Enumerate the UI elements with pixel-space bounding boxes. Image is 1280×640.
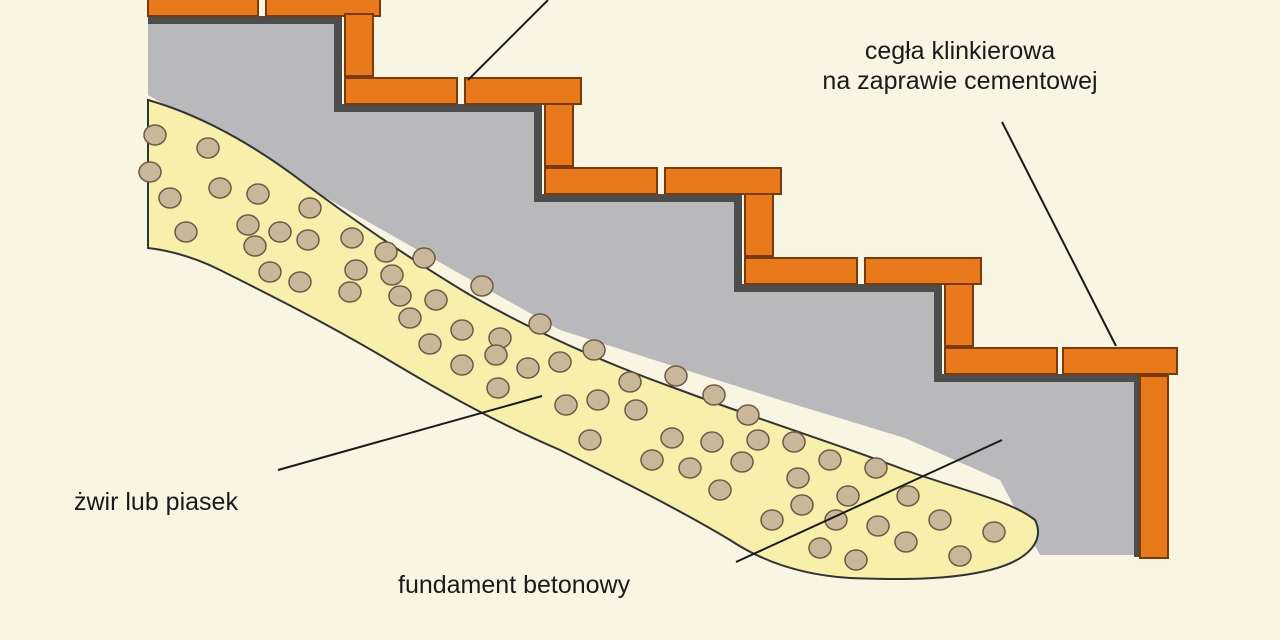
pebble — [484, 344, 508, 366]
foundation-label: fundament betonowy — [398, 571, 631, 599]
pebble — [836, 485, 860, 507]
pebble — [640, 449, 664, 471]
pebble — [486, 377, 510, 399]
pebble — [896, 485, 920, 507]
brick — [944, 283, 974, 347]
pebble — [736, 404, 760, 426]
pebble — [174, 221, 198, 243]
pebble — [948, 545, 972, 567]
gravel-label: żwir lub piasek — [74, 488, 238, 516]
pebble — [708, 479, 732, 501]
pebble — [380, 264, 404, 286]
brick-label-line2: na zaprawie cementowej — [822, 67, 1098, 95]
pebble — [844, 549, 868, 571]
leader-line-foundation — [735, 439, 1003, 563]
brick — [744, 257, 858, 285]
pebble — [664, 365, 688, 387]
pebble — [344, 259, 368, 281]
pebble — [340, 227, 364, 249]
brick — [1062, 347, 1178, 375]
pebble — [470, 275, 494, 297]
brick-label: cegła klinkierowa na zaprawie cementowej — [760, 36, 1160, 96]
pebble — [808, 537, 832, 559]
brick-label-line1: cegła klinkierowa — [864, 37, 1056, 65]
pebble — [786, 467, 810, 489]
pebble — [678, 457, 702, 479]
leader-line-top — [467, 0, 549, 81]
pebble — [138, 161, 162, 183]
pebble — [782, 431, 806, 453]
pebble — [554, 394, 578, 416]
pebble — [864, 457, 888, 479]
pebble — [586, 389, 610, 411]
pebble — [450, 319, 474, 341]
pebble — [730, 451, 754, 473]
pebble — [624, 399, 648, 421]
pebble — [374, 241, 398, 263]
brick — [464, 77, 582, 105]
pebble — [158, 187, 182, 209]
gravel-bed — [147, 98, 1039, 581]
pebble — [418, 333, 442, 355]
brick — [744, 193, 774, 257]
pebble — [578, 429, 602, 451]
pebble — [246, 183, 270, 205]
brick — [147, 0, 259, 17]
pebble — [450, 354, 474, 376]
pebble — [298, 197, 322, 219]
pebble — [338, 281, 362, 303]
pebble — [258, 261, 282, 283]
pebble — [516, 357, 540, 379]
pebble — [790, 494, 814, 516]
brick — [544, 103, 574, 167]
leader-line-brick — [1001, 121, 1117, 347]
brick — [344, 77, 458, 105]
brick — [864, 257, 982, 285]
pebble — [528, 313, 552, 335]
pebble — [388, 285, 412, 307]
brick — [544, 167, 658, 195]
pebble — [424, 289, 448, 311]
pebble — [928, 509, 952, 531]
pebble — [288, 271, 312, 293]
pebble — [746, 429, 770, 451]
pebble — [196, 137, 220, 159]
pebble — [243, 235, 267, 257]
brick — [944, 347, 1058, 375]
pebble — [582, 339, 606, 361]
pebble — [660, 427, 684, 449]
mortar-layer — [148, 16, 1142, 557]
pebbles — [138, 124, 1006, 571]
pebble — [702, 384, 726, 406]
pebble — [618, 371, 642, 393]
pebble — [208, 177, 232, 199]
pebble — [818, 449, 842, 471]
pebble — [866, 515, 890, 537]
pebble — [700, 431, 724, 453]
brick — [664, 167, 782, 195]
pebble — [824, 509, 848, 531]
brick — [344, 13, 374, 77]
clinker-bricks — [147, 0, 1178, 559]
pebble — [412, 247, 436, 269]
pebble — [982, 521, 1006, 543]
pebble — [760, 509, 784, 531]
concrete-foundation — [148, 18, 1138, 555]
pebble — [143, 124, 167, 146]
pebble — [548, 351, 572, 373]
leader-line-gravel — [277, 395, 543, 471]
brick — [265, 0, 381, 17]
brick — [1139, 375, 1169, 559]
pebble — [894, 531, 918, 553]
pebble — [268, 221, 292, 243]
pebble — [236, 214, 260, 236]
pebble — [398, 307, 422, 329]
pebble — [296, 229, 320, 251]
